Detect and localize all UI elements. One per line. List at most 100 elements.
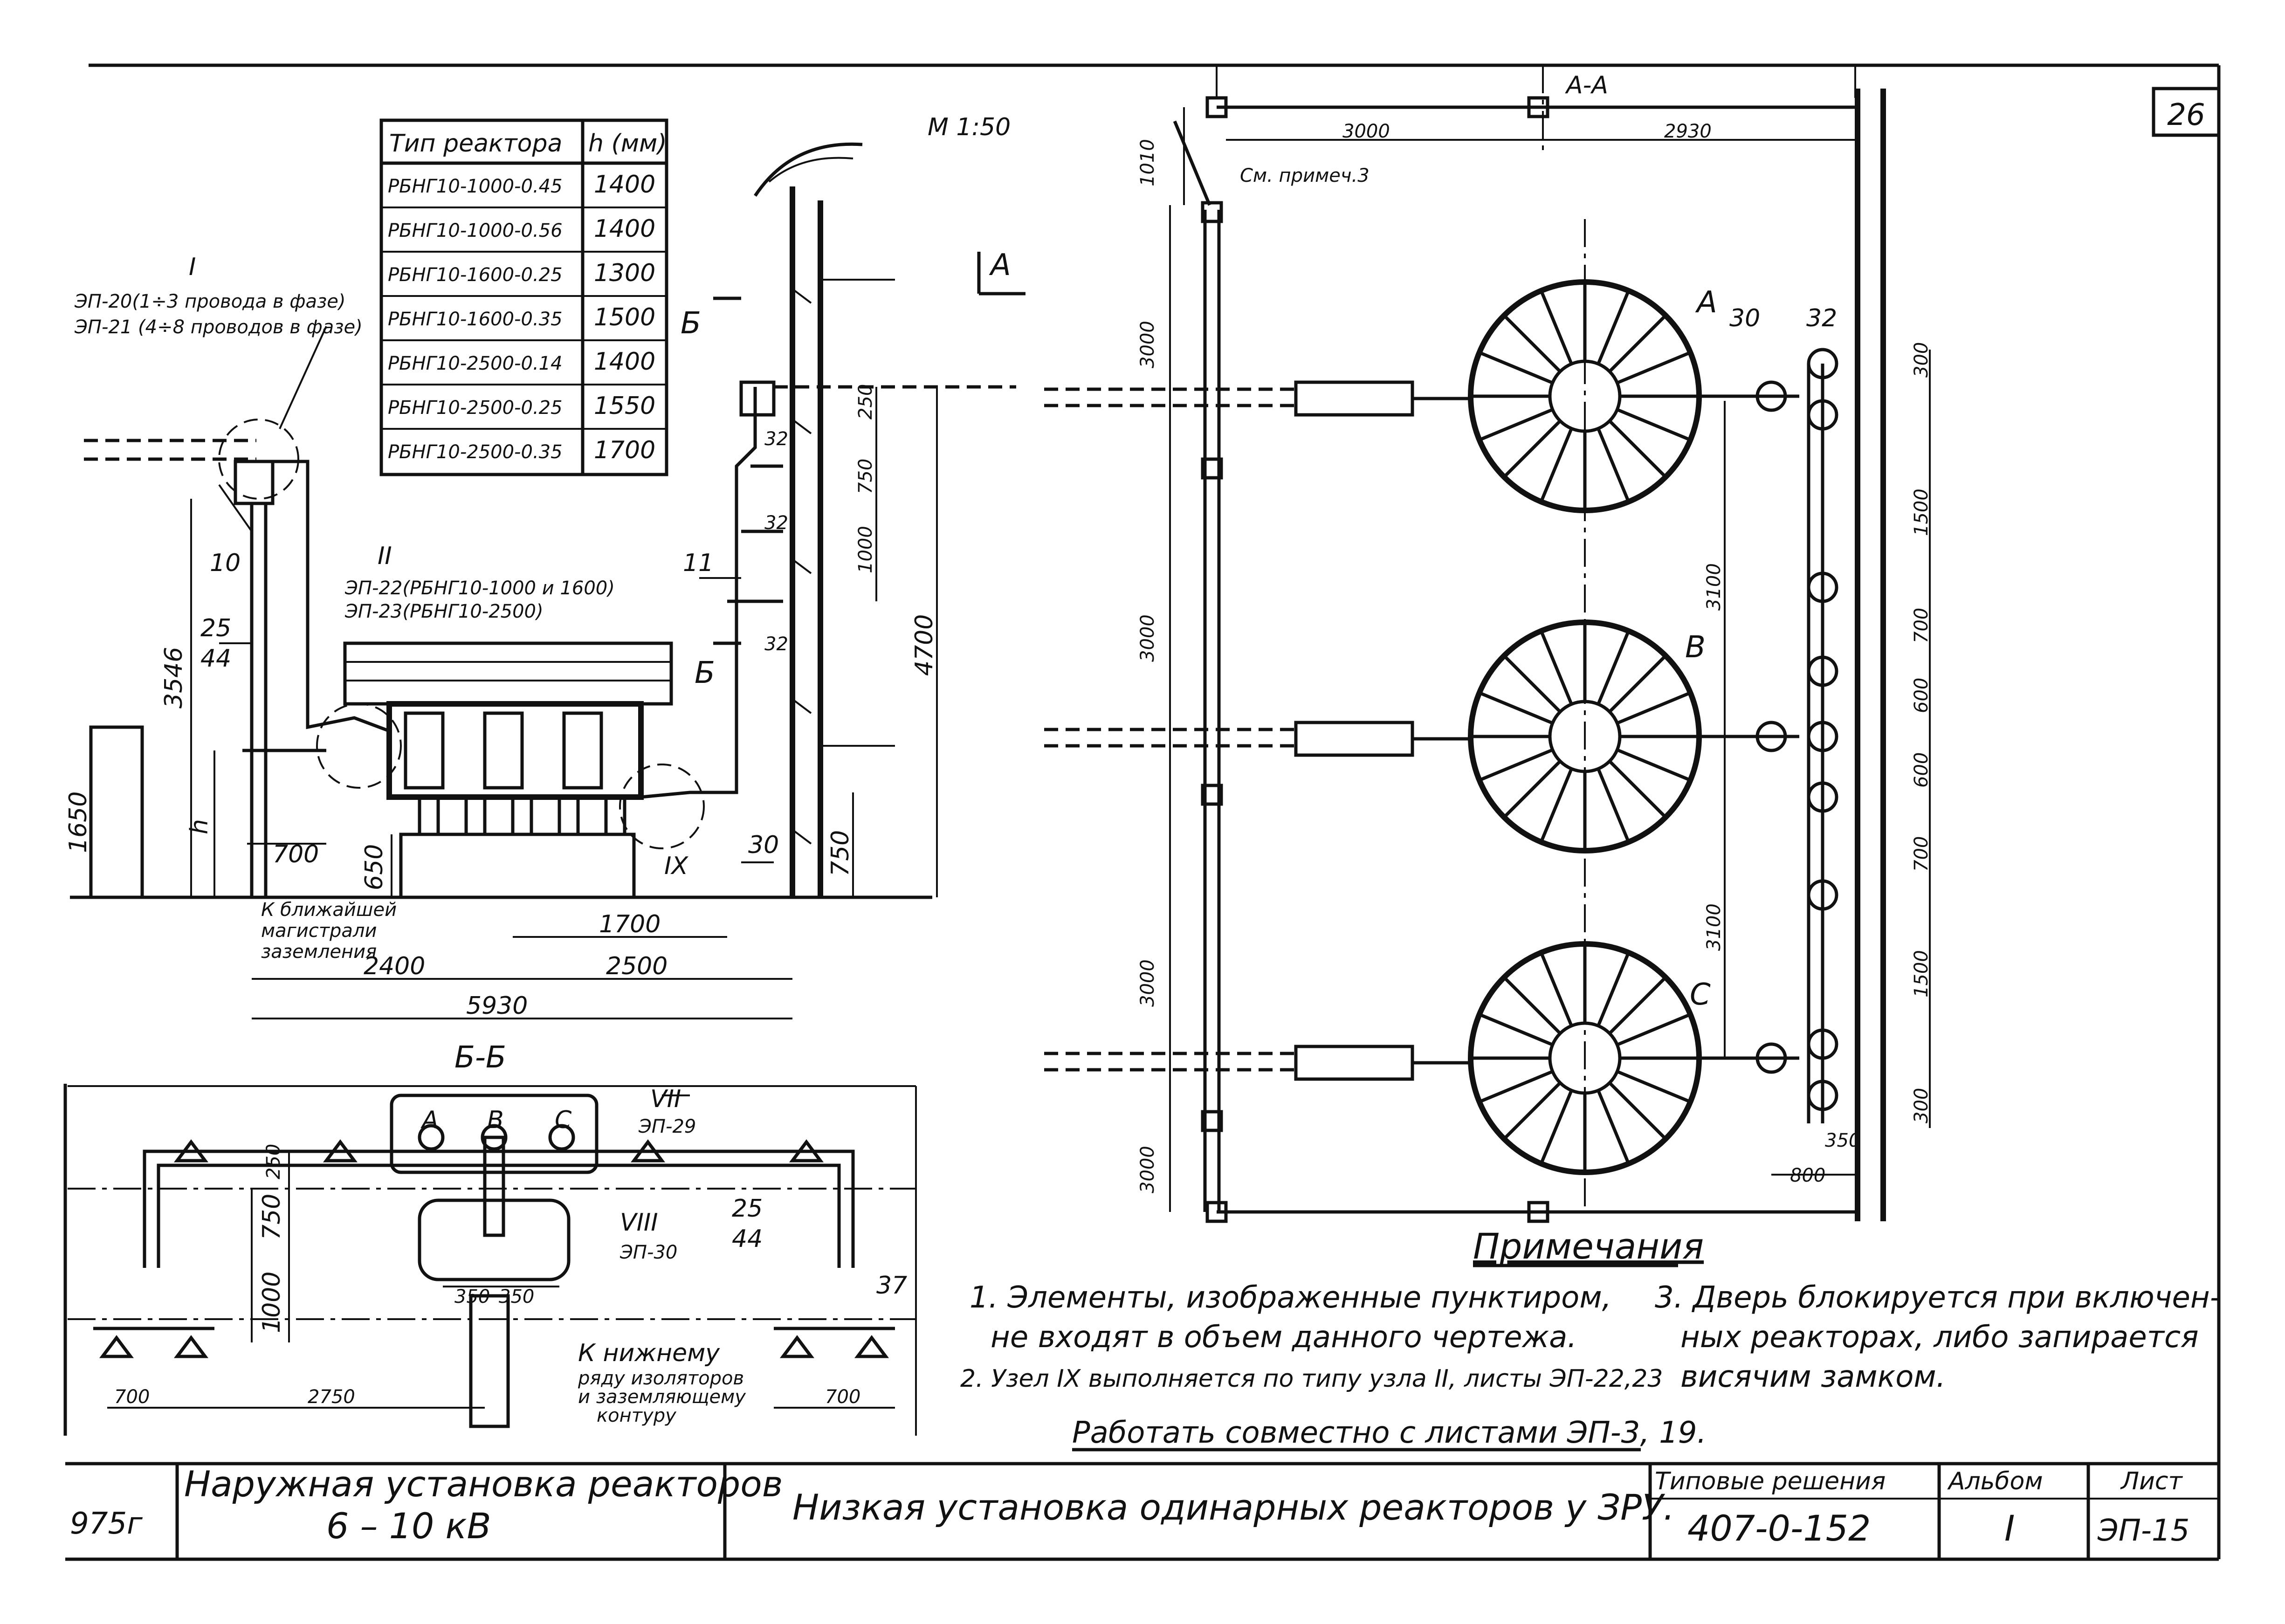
dim-350: 350 (1825, 1130, 1860, 1151)
callout-30: 30 (1729, 304, 1760, 332)
callout-10: 10 (210, 549, 241, 577)
table-cell: РБНГ10-1000-0.56 (388, 220, 563, 241)
dim-3000: 3000 (1137, 959, 1158, 1007)
reactor-spoke (1608, 314, 1667, 373)
dim-250: 250 (855, 384, 876, 420)
dim-2500: 2500 (606, 952, 668, 980)
node-ii-ref-1: ЭП-22(РБНГ10-1000 и 1600) (344, 578, 615, 599)
reactor-spoke (1503, 1081, 1562, 1140)
dim-1500: 1500 (1911, 950, 1932, 998)
reactor-spoke (1616, 748, 1691, 782)
table-cell: 1700 (594, 436, 655, 464)
dim-h: h (186, 819, 213, 834)
reactor-spoke (1597, 952, 1630, 1027)
insulator-row-top (174, 1139, 824, 1163)
phase-b-label: B (487, 1106, 504, 1134)
ground-note-2: магистрали (261, 920, 377, 942)
section-mark-a: А (989, 248, 1011, 282)
sheet-number: 26 (2167, 98, 2205, 132)
callout-32: 32 (764, 512, 788, 534)
plan-view (1044, 65, 1931, 1223)
reactor-spoke (1608, 1081, 1667, 1140)
callout-25: 25 (732, 1195, 763, 1223)
dim-3100: 3100 (1703, 903, 1725, 951)
dim-350: 350 (454, 1286, 490, 1307)
section-mark-b-bottom: Б (695, 656, 715, 690)
node-vii-label: VII (650, 1085, 681, 1113)
table-cell: 1400 (594, 348, 655, 376)
dim-3000: 3000 (1137, 321, 1158, 368)
reactor-spoke (1503, 420, 1562, 478)
reactor-spoke (1503, 976, 1562, 1035)
callout-32: 32 (764, 428, 788, 450)
reactor-spoke (1597, 1089, 1630, 1164)
scale-label: М 1:50 (928, 113, 1011, 141)
dim-700: 700 (825, 1386, 860, 1408)
bb-note-4: контуру (597, 1405, 677, 1426)
reactor-label-a: A (1695, 285, 1717, 320)
node-i-ref-2: ЭП-21 (4÷8 проводов в фазе) (74, 317, 363, 338)
table-header-h: h (мм) (588, 130, 667, 158)
typical-solutions-label: Типовые решения (1655, 1467, 1886, 1495)
ground-note-1: К ближайшей (261, 899, 397, 921)
reactor-spoke (1503, 654, 1562, 713)
table-cell: 1400 (594, 215, 655, 243)
dim-3000: 3000 (1342, 121, 1390, 142)
table-cell: РБНГ10-1000-0.45 (388, 176, 563, 197)
dim-600: 600 (1911, 752, 1932, 788)
dim-800: 800 (1790, 1165, 1825, 1186)
dim-750: 750 (826, 830, 854, 876)
dim-1500: 1500 (1911, 489, 1932, 536)
sheet-value: ЭП-15 (2097, 1514, 2189, 1548)
note-1-line-1: 1. Элементы, изображенные пунктиром, (970, 1280, 1611, 1315)
dim-3546: 3546 (160, 647, 188, 709)
elevation-dimension-lines (190, 387, 938, 1019)
callout-11: 11 (683, 549, 714, 577)
reactor-spoke (1479, 1013, 1554, 1046)
table-cell: 1500 (594, 303, 655, 331)
reactor-spoke (1503, 314, 1562, 373)
reactor-spoke (1608, 654, 1667, 713)
plan-section-title: А-А (1565, 71, 1608, 99)
project-title-1: Наружная установка реакторов (184, 1463, 783, 1505)
reactor-spoke (1616, 408, 1691, 441)
dim-700: 700 (273, 840, 319, 868)
node-i-label: I (189, 253, 196, 281)
reactor-spoke (1608, 976, 1667, 1035)
dim-1000: 1000 (258, 1272, 286, 1333)
dim-2400: 2400 (364, 952, 425, 980)
dim-700: 700 (114, 1386, 150, 1408)
dim-1650: 1650 (64, 791, 92, 853)
note-3-line-2: ных реакторах, либо запирается (1680, 1320, 2199, 1355)
dim-300: 300 (1911, 342, 1932, 378)
reactor-spoke (1540, 427, 1573, 502)
album-label: Альбом (1947, 1467, 2043, 1495)
table-cell: РБНГ10-2500-0.25 (388, 397, 563, 419)
dim-3000: 3000 (1137, 1146, 1158, 1193)
phase-c-label: C (555, 1106, 572, 1134)
node-viii-label: VIII (620, 1209, 658, 1237)
reactor-label-b: B (1685, 630, 1706, 665)
reactor-spoke (1540, 290, 1573, 365)
node-ii-label: II (378, 542, 392, 570)
sheet-label: Лист (2120, 1467, 2183, 1495)
callout-25: 25 (200, 614, 231, 642)
reactor-spoke (1540, 1089, 1573, 1164)
table-cell: 1550 (594, 392, 655, 420)
phase-a-label: A (420, 1106, 439, 1134)
dim-600: 600 (1911, 678, 1932, 713)
reactor-elevation (386, 701, 644, 800)
bb-note-2: ряду изоляторов (578, 1368, 744, 1389)
dim-700: 700 (1911, 608, 1932, 643)
dim-1010: 1010 (1137, 139, 1158, 186)
album-value: I (2004, 1507, 2015, 1549)
dim-750: 750 (258, 1194, 286, 1240)
dim-3000: 3000 (1137, 614, 1158, 662)
bb-note-3: и заземляющему (578, 1386, 746, 1408)
reactor-spoke (1479, 408, 1554, 441)
reactor-spoke (1479, 748, 1554, 782)
reactor-spoke (1540, 768, 1573, 843)
table-cell: 1400 (594, 171, 655, 199)
sheet-subtitle: Низкая установка одинарных реакторов у З… (792, 1486, 1674, 1528)
callout-44: 44 (732, 1225, 763, 1253)
